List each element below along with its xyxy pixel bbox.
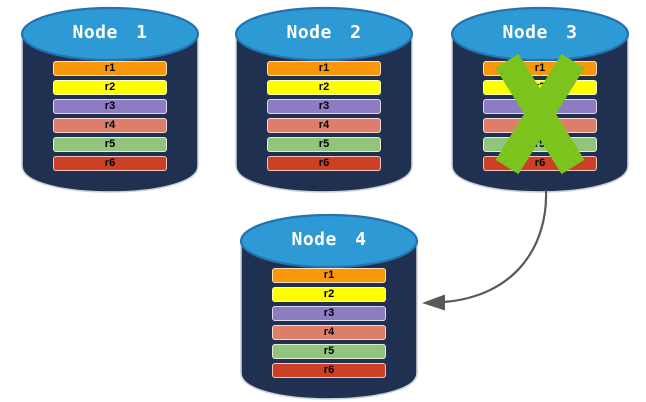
- record-bar-r1: r1: [267, 61, 381, 76]
- failover-arrowhead: [422, 294, 445, 311]
- record-bar-r1: r1: [53, 61, 167, 76]
- node-title: Node 2: [286, 22, 362, 43]
- cylinder-top: [450, 6, 630, 62]
- record-bar-r3: r3: [267, 99, 381, 114]
- record-bar-r2: r2: [267, 80, 381, 95]
- record-bar-r2: r2: [53, 80, 167, 95]
- record-list: r1 r2 r3 r4 r5 r6: [267, 61, 381, 175]
- cylinder-top: [239, 213, 419, 269]
- record-bar-r2: r2: [272, 287, 386, 302]
- failure-x-icon: [495, 53, 585, 175]
- record-list: r1 r2 r3 r4 r5 r6: [272, 268, 386, 382]
- node-1: Node 1 r1 r2 r3 r4 r5 r6: [20, 6, 200, 198]
- record-bar-r1: r1: [272, 268, 386, 283]
- node-2: Node 2 r1 r2 r3 r4 r5 r6: [234, 6, 414, 198]
- record-bar-r3: r3: [53, 99, 167, 114]
- record-list: r1 r2 r3 r4 r5 r6: [53, 61, 167, 175]
- node-4: Node 4 r1 r2 r3 r4 r5 r6: [239, 213, 419, 402]
- failure-x-stroke: [495, 53, 585, 175]
- record-bar-r6: r6: [267, 156, 381, 171]
- cylinder-top: [20, 6, 200, 62]
- record-bar-r4: r4: [267, 118, 381, 133]
- record-bar-r6: r6: [272, 363, 386, 378]
- cylinder-top: [234, 6, 414, 62]
- record-bar-r6: r6: [53, 156, 167, 171]
- record-bar-r4: r4: [272, 325, 386, 340]
- record-bar-r5: r5: [53, 137, 167, 152]
- node-title: Node 1: [72, 22, 148, 43]
- node-3: Node 3 r1 r2 r3 r4 r5 r6: [450, 6, 630, 198]
- node-title: Node 4: [291, 229, 367, 250]
- record-bar-r5: r5: [272, 344, 386, 359]
- record-bar-r3: r3: [272, 306, 386, 321]
- failover-arrow-line: [443, 189, 548, 304]
- record-bar-r5: r5: [267, 137, 381, 152]
- node-title: Node 3: [502, 22, 578, 43]
- record-bar-r4: r4: [53, 118, 167, 133]
